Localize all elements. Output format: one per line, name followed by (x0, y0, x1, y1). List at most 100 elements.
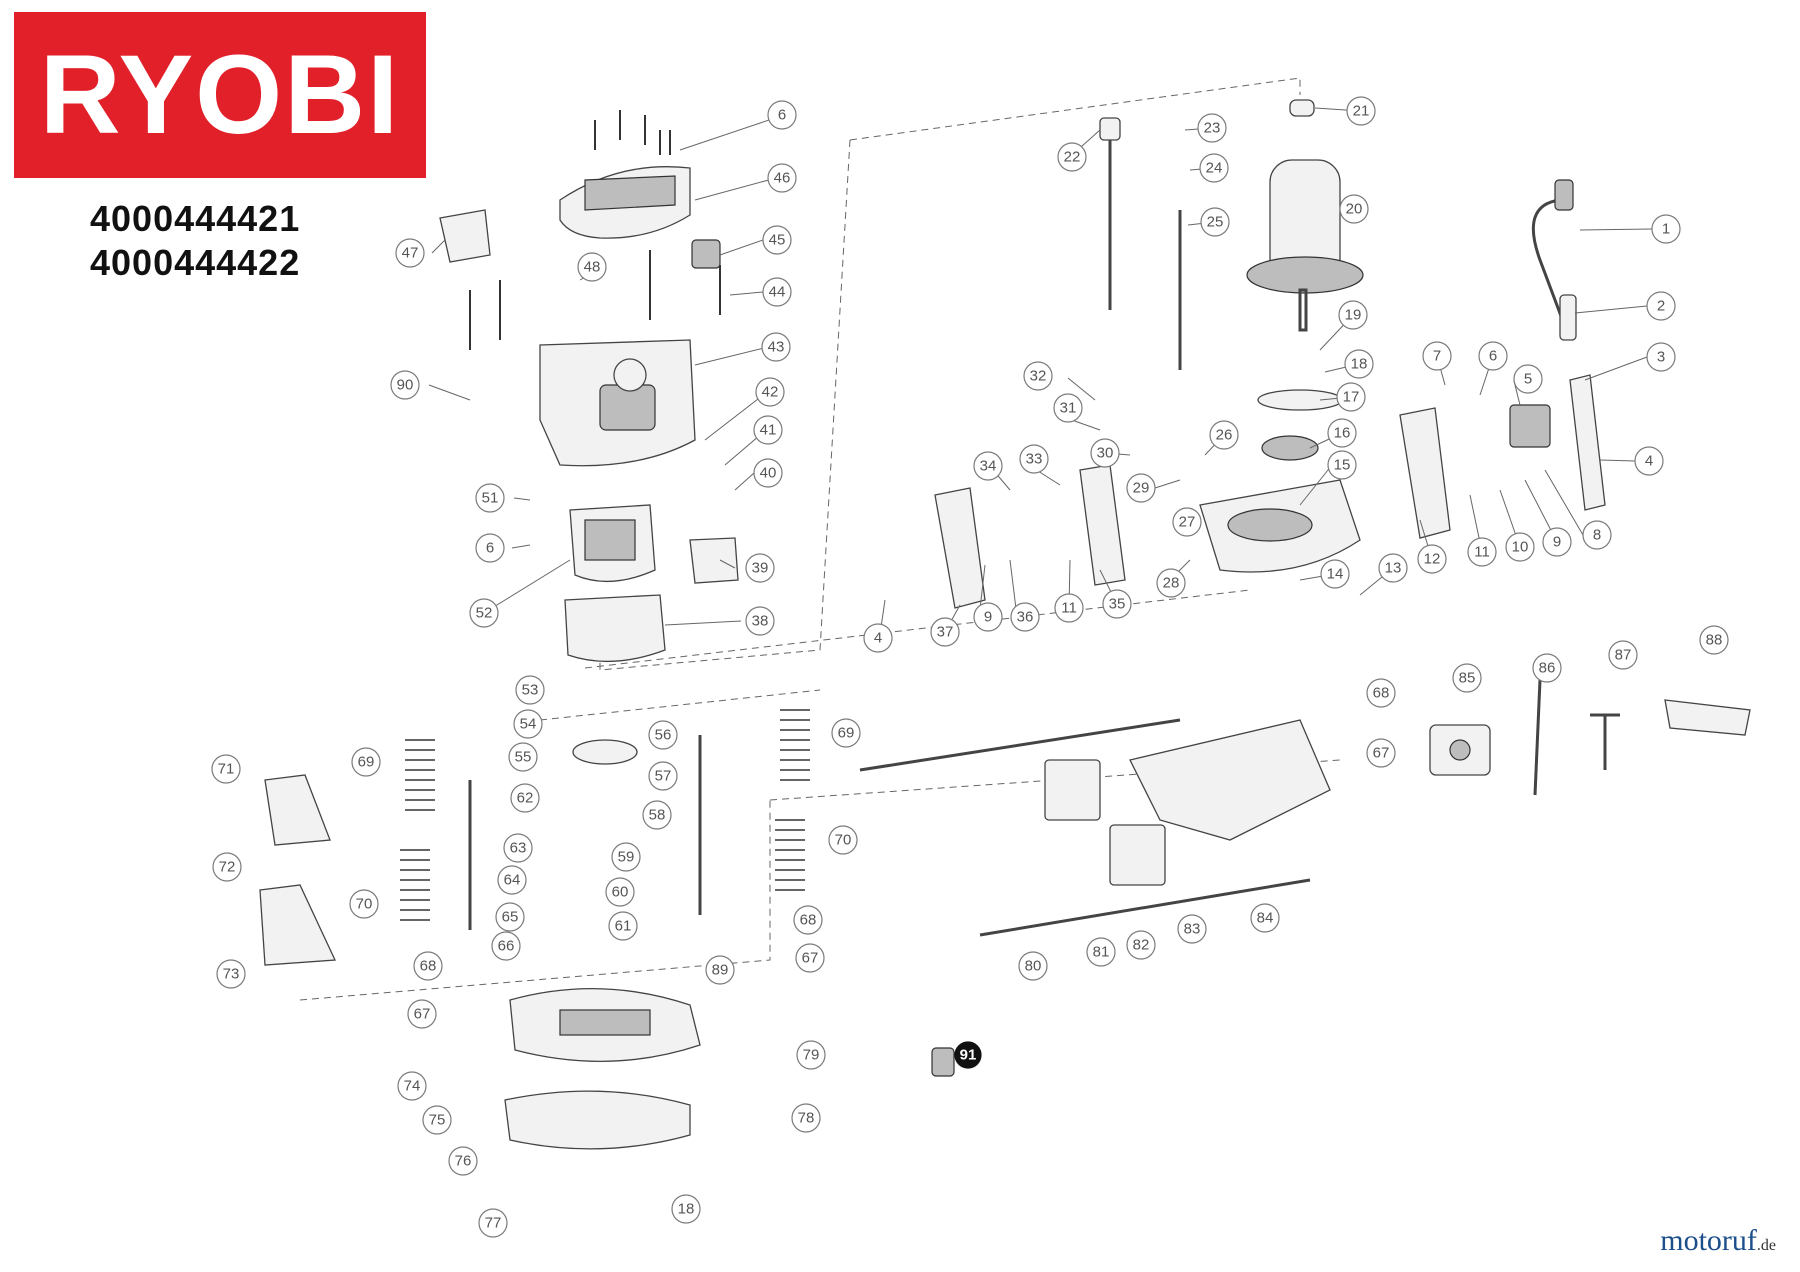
fan-baffle (564, 594, 666, 663)
svg-text:60: 60 (612, 884, 629, 901)
callout-67: 67 (795, 943, 825, 973)
callout-68: 68 (1366, 678, 1396, 708)
svg-text:5: 5 (1524, 371, 1532, 388)
svg-text:78: 78 (798, 1110, 815, 1127)
callout-64: 64 (497, 865, 527, 895)
svg-text:67: 67 (802, 950, 819, 967)
dust-adapter-72 (264, 774, 331, 846)
watermark-site: motoruf (1660, 1224, 1757, 1257)
assembly-lines (299, 77, 1341, 1001)
callout-59: 59 (611, 842, 641, 872)
wrench (1533, 679, 1542, 796)
callout-55: 55 (508, 742, 538, 772)
callout-39: 39 (745, 553, 775, 583)
svg-text:53: 53 (522, 682, 539, 699)
callout-51: 51 (475, 483, 505, 513)
svg-text:26: 26 (1216, 427, 1233, 444)
callout-65: 65 (495, 902, 525, 932)
callout-70: 70 (349, 889, 379, 919)
svg-text:70: 70 (835, 832, 852, 849)
svg-text:44: 44 (769, 284, 786, 301)
svg-text:22: 22 (1064, 149, 1081, 166)
svg-text:68: 68 (1373, 685, 1390, 702)
svg-text:10: 10 (1512, 539, 1529, 556)
callout-78: 78 (791, 1103, 821, 1133)
svg-text:8: 8 (1593, 527, 1601, 544)
callout-4: 4 (1634, 446, 1664, 476)
callout-69: 69 (831, 718, 861, 748)
svg-text:76: 76 (455, 1153, 472, 1170)
callout-68: 68 (413, 951, 443, 981)
callout-42: 42 (755, 377, 785, 407)
svg-text:38: 38 (752, 613, 769, 630)
svg-text:40: 40 (760, 465, 777, 482)
callout-3: 3 (1646, 342, 1676, 372)
callout-67: 67 (1366, 738, 1396, 768)
callout-85: 85 (1452, 663, 1482, 693)
callout-22: 22 (1057, 142, 1087, 172)
callout-10: 10 (1505, 532, 1535, 562)
callout-44: 44 (762, 277, 792, 307)
brand-name: RYOBI (39, 32, 401, 157)
svg-text:41: 41 (760, 422, 777, 439)
callout-18: 18 (671, 1194, 701, 1224)
callout-75: 75 (422, 1105, 452, 1135)
svg-text:66: 66 (498, 938, 515, 955)
callout-60: 60 (605, 877, 635, 907)
watermark: motoruf.de (1660, 1224, 1776, 1258)
svg-text:75: 75 (429, 1112, 446, 1129)
svg-text:83: 83 (1184, 921, 1201, 938)
callout-8: 8 (1582, 520, 1612, 550)
svg-text:69: 69 (358, 754, 375, 771)
svg-text:68: 68 (800, 912, 817, 929)
callout-6: 6 (475, 533, 505, 563)
svg-text:12: 12 (1424, 551, 1441, 568)
callout-1: 1 (1651, 214, 1681, 244)
svg-text:68: 68 (420, 958, 437, 975)
callout-82: 82 (1126, 930, 1156, 960)
circle-guide-pin (1590, 713, 1620, 770)
right-handle (1399, 407, 1451, 539)
callout-32: 32 (1023, 361, 1053, 391)
svg-text:79: 79 (803, 1047, 820, 1064)
svg-text:63: 63 (510, 840, 527, 857)
callout-56: 56 (648, 720, 678, 750)
callout-79: 79 (796, 1040, 826, 1070)
callout-26: 26 (1209, 420, 1239, 450)
svg-text:24: 24 (1206, 160, 1223, 177)
svg-text:46: 46 (774, 170, 791, 187)
svg-text:87: 87 (1615, 647, 1632, 664)
svg-text:30: 30 (1097, 445, 1114, 462)
callout-36: 36 (1010, 602, 1040, 632)
callout-90: 90 (390, 370, 420, 400)
callout-84: 84 (1250, 903, 1280, 933)
svg-text:74: 74 (404, 1078, 421, 1095)
svg-text:52: 52 (476, 605, 493, 622)
ryobi-logo: RYOBI (14, 12, 426, 178)
callout-91: 91 (954, 1041, 982, 1069)
callout-48: 48 (577, 252, 607, 282)
svg-text:42: 42 (762, 384, 779, 401)
svg-text:61: 61 (615, 918, 632, 935)
guide-rod-lower (979, 878, 1311, 937)
svg-text:25: 25 (1207, 214, 1224, 231)
svg-text:20: 20 (1346, 201, 1363, 218)
svg-text:67: 67 (1373, 745, 1390, 762)
callout-23: 23 (1197, 113, 1227, 143)
svg-text:70: 70 (356, 896, 373, 913)
callout-17: 17 (1336, 382, 1366, 412)
callout-25: 25 (1200, 207, 1230, 237)
callout-21: 21 (1346, 96, 1376, 126)
svg-text:9: 9 (984, 609, 992, 626)
spring-70-right (775, 819, 805, 891)
callout-83: 83 (1177, 914, 1207, 944)
callout-34: 34 (973, 451, 1003, 481)
svg-text:86: 86 (1539, 660, 1556, 677)
callout-88: 88 (1699, 625, 1729, 655)
dust-adapter-73 (259, 884, 336, 966)
callout-63: 63 (503, 833, 533, 863)
svg-text:81: 81 (1093, 944, 1110, 961)
svg-text:21: 21 (1353, 103, 1370, 120)
spring-69-right (780, 709, 810, 781)
callout-58: 58 (642, 800, 672, 830)
